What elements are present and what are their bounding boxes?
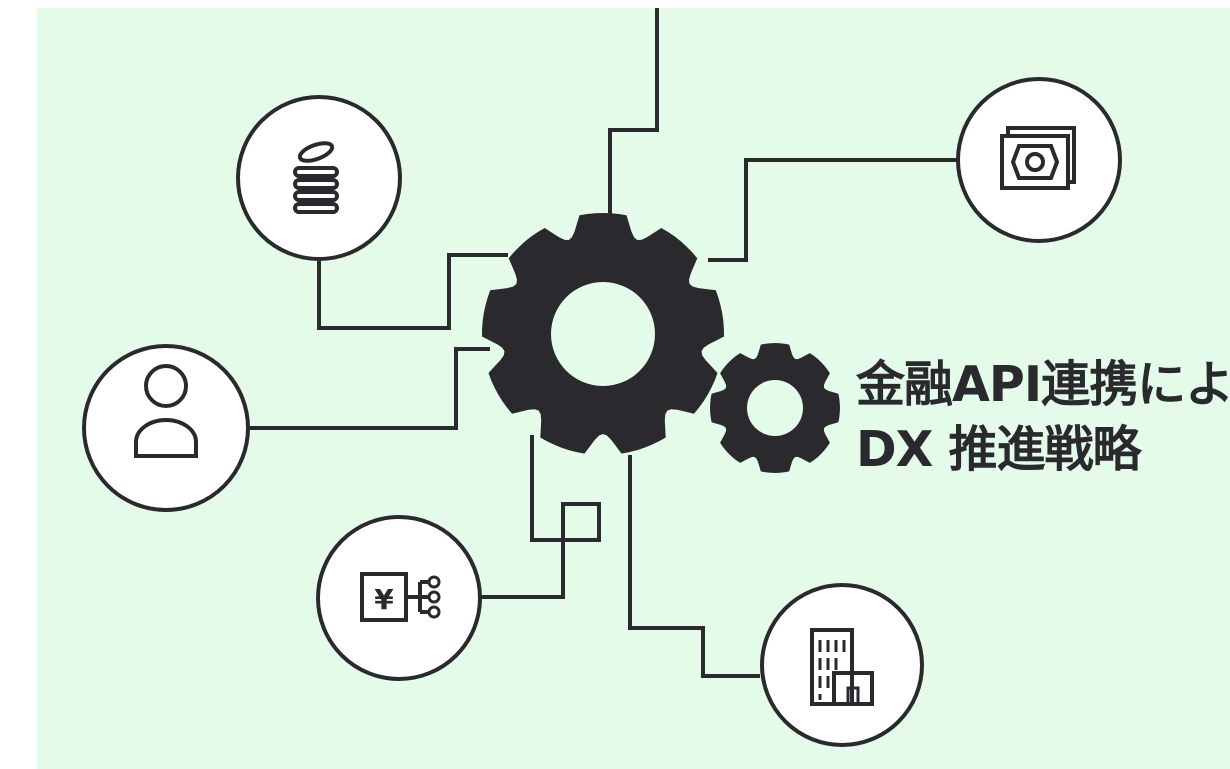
- yen-network-icon: ¥: [360, 572, 441, 622]
- connector-user: [248, 347, 490, 430]
- diagram-svg: ¥: [37, 8, 1230, 769]
- connector-junction-box: [561, 502, 601, 542]
- user-node-circle: [82, 344, 250, 512]
- large-gear: [482, 213, 724, 454]
- connector-top: [608, 8, 659, 215]
- title-line-2: DX 推進戦略: [856, 421, 1142, 478]
- connector-lines: [248, 8, 958, 678]
- title-line-1: 金融API連携によ: [856, 356, 1230, 413]
- diagram-canvas: ¥: [37, 8, 1230, 769]
- user-node: [82, 344, 250, 512]
- coins-icon: [293, 141, 339, 214]
- small-gear: [710, 343, 840, 473]
- building-node: [760, 583, 924, 747]
- building-icon: [810, 628, 874, 706]
- building-node-circle: [760, 583, 924, 747]
- banknote-node-circle: [956, 77, 1122, 243]
- svg-text:¥: ¥: [374, 583, 394, 616]
- yen-network-node-circle: [316, 515, 482, 681]
- coins-node: [236, 95, 402, 261]
- connector-coins: [317, 253, 508, 330]
- connector-building: [628, 455, 760, 678]
- banknote-icon: [1000, 126, 1076, 190]
- user-icon: [134, 364, 198, 458]
- banknote-node: [956, 77, 1122, 243]
- connector-banknote: [708, 158, 958, 262]
- yen-network-node: ¥: [316, 515, 482, 681]
